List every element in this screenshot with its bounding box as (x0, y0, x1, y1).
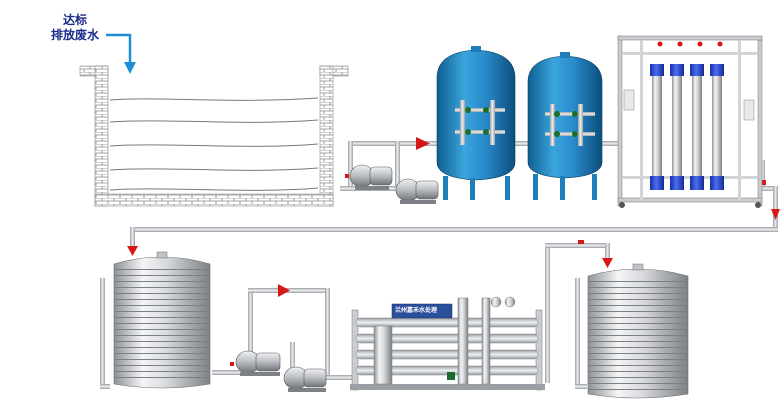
inlet-label-line1: 达标 (63, 13, 88, 27)
carbon-filter-tank (527, 52, 603, 200)
flow-arrow-icon (278, 284, 290, 297)
lift-pump-2 (395, 178, 439, 204)
flow-arrow-icon (416, 137, 430, 150)
ultrafiltration-skid (617, 35, 763, 208)
high-pressure-pump-1 (235, 350, 281, 376)
wastewater-pool (79, 65, 349, 207)
inlet-label-line2: 排放废水 (51, 28, 100, 42)
inlet-arrow-icon (106, 33, 136, 74)
high-pressure-pump-2 (283, 366, 327, 392)
reverse-osmosis-unit (350, 296, 545, 391)
flow-arrows (127, 137, 780, 366)
flow-arrow-icon (127, 246, 138, 256)
flow-arrow-icon (602, 258, 613, 268)
ro-brand-label: 兰州嘉禾水处理 (395, 307, 438, 314)
flow-arrow-icon (771, 209, 780, 220)
pure-water-tank (587, 263, 689, 399)
sand-filter-tank (436, 46, 516, 200)
lift-pump-1 (349, 164, 393, 190)
intermediate-water-tank (113, 251, 211, 389)
